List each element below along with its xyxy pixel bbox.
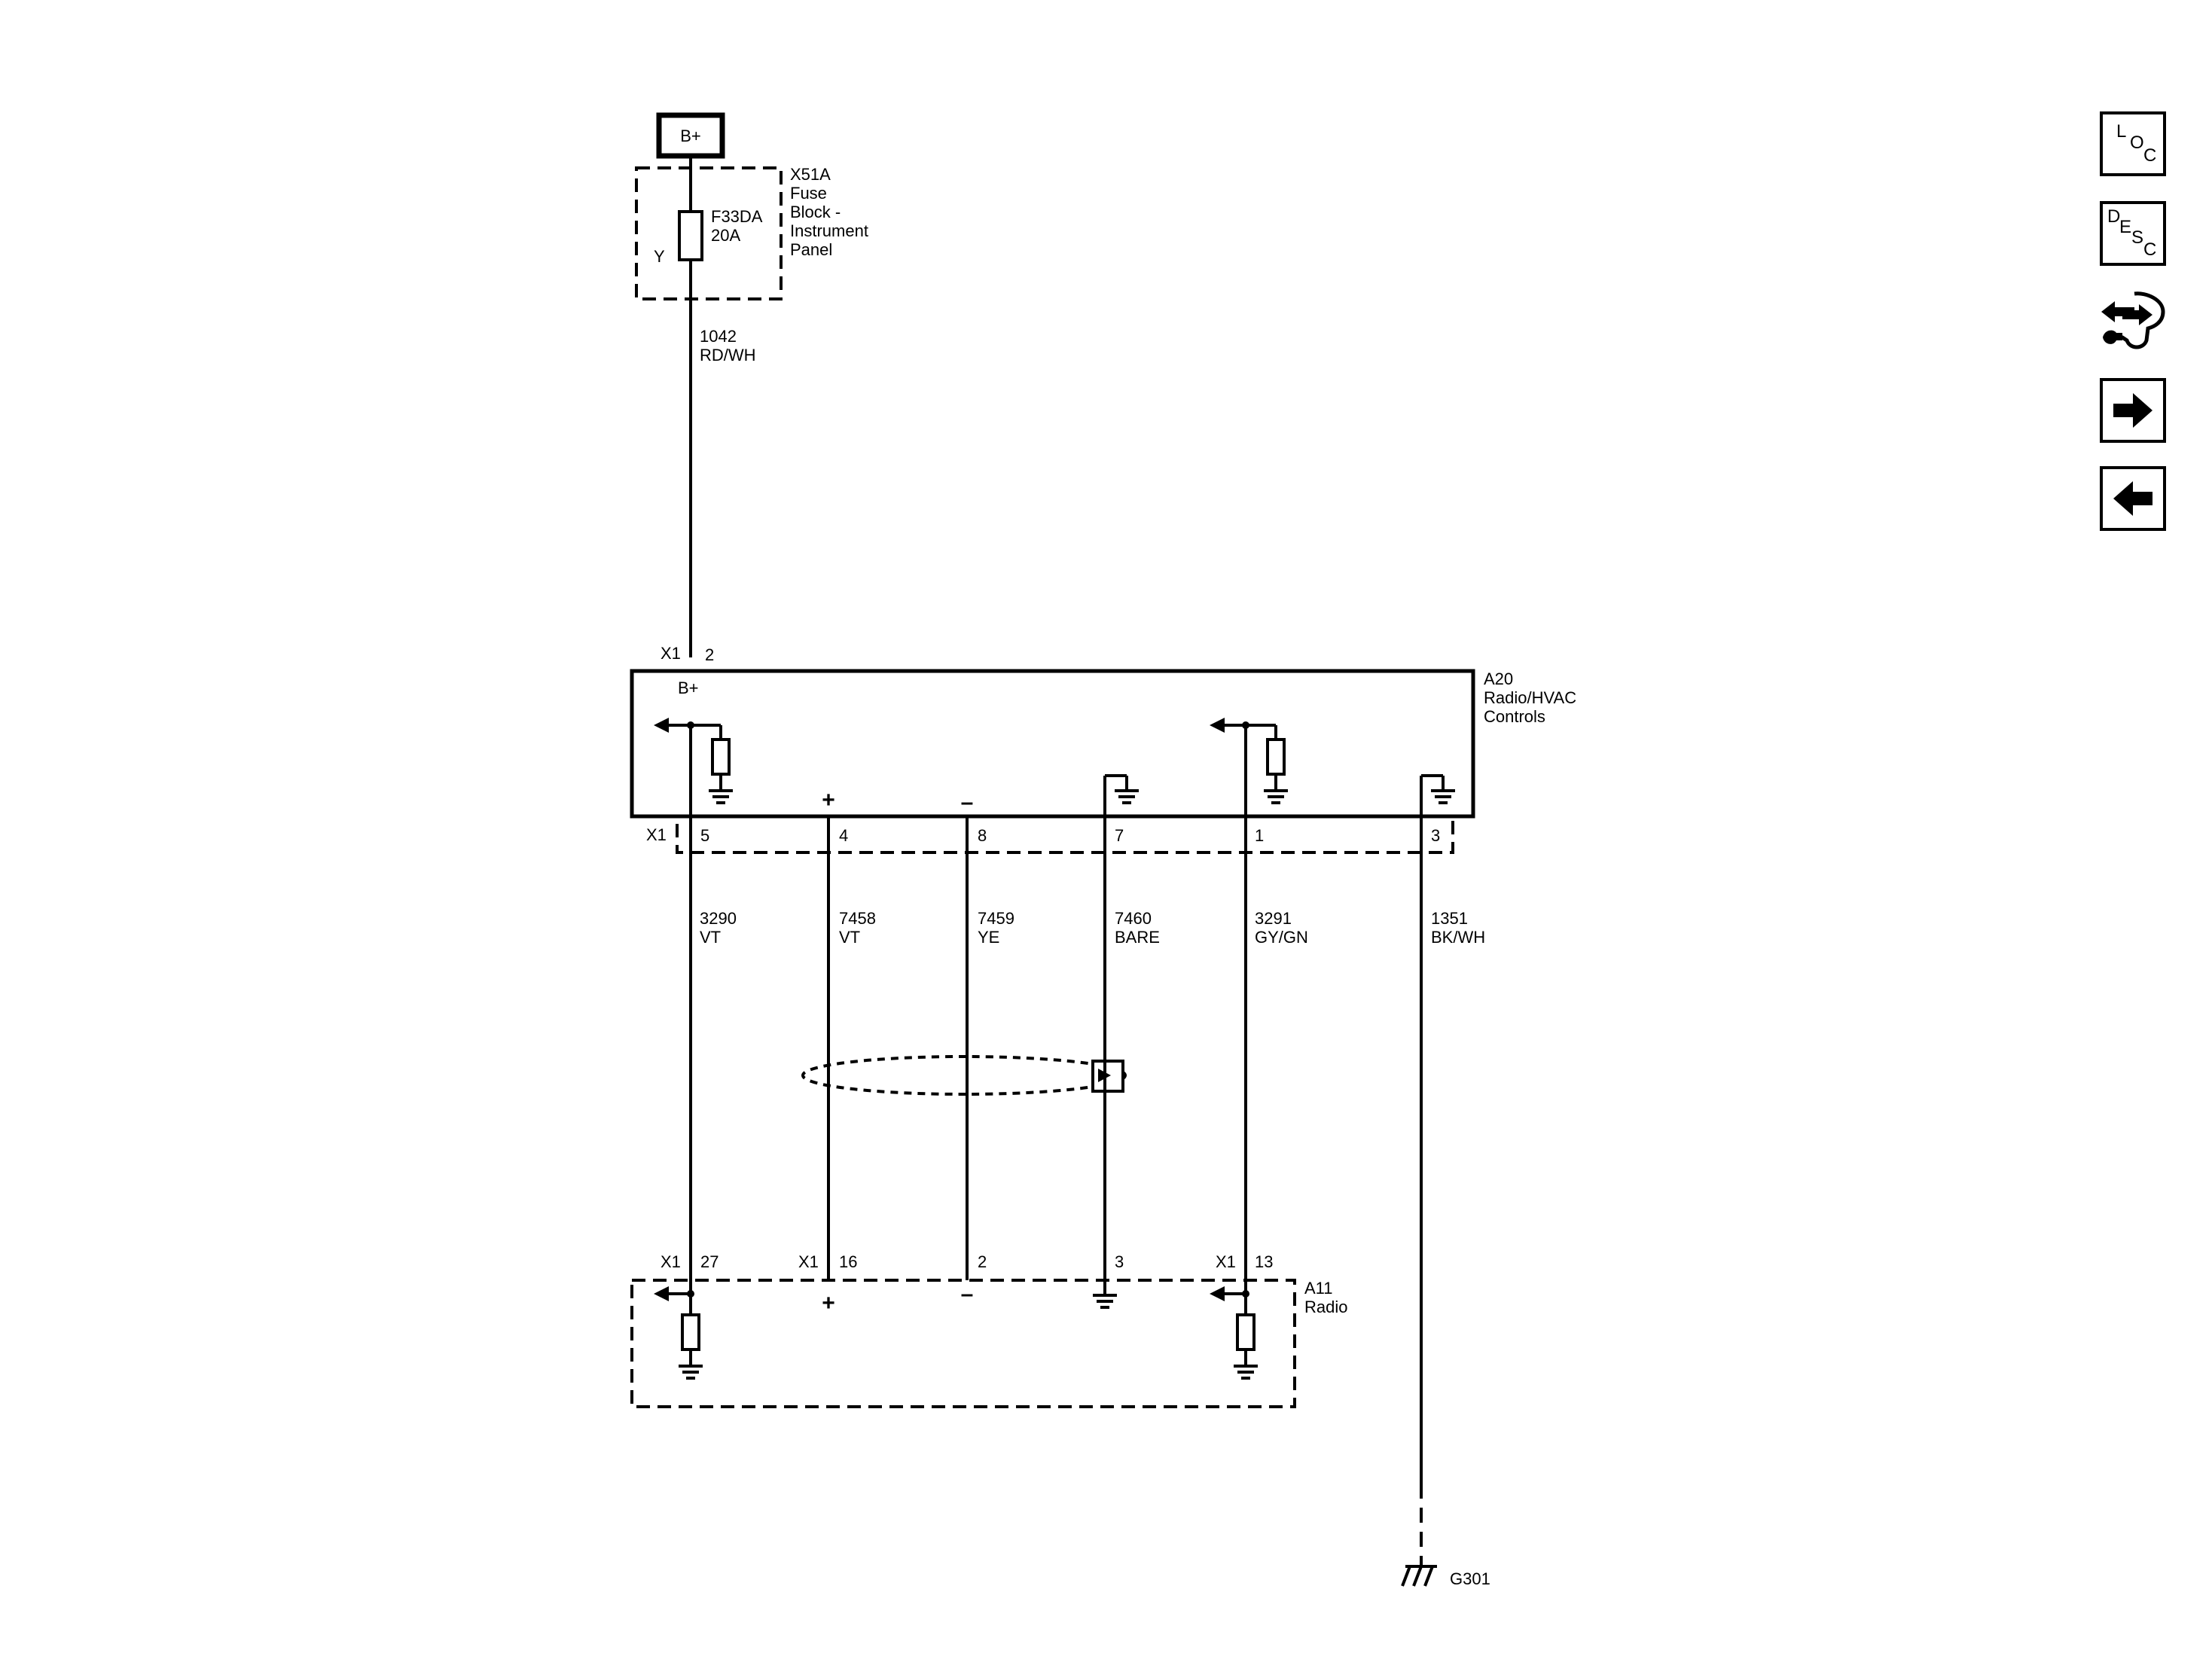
- loc-button[interactable]: L O C: [2100, 111, 2166, 176]
- radio-pin-label: 2: [978, 1252, 987, 1271]
- loc-button-icon: L O C: [2116, 121, 2156, 166]
- wire-label: 3290 VT: [700, 909, 741, 947]
- fuse-icon: [678, 210, 703, 261]
- wire-label: 7458 VT: [839, 909, 880, 947]
- connector-tool-button[interactable]: [2100, 286, 2169, 354]
- svg-text:C: C: [2143, 145, 2156, 166]
- hvac-bottom-connector-label: X1: [646, 825, 667, 844]
- svg-text:D: D: [2107, 206, 2120, 227]
- pin-label: 5: [700, 826, 709, 845]
- connector-tool-icon: [2101, 291, 2165, 349]
- junction-dot: [1242, 1290, 1249, 1298]
- hvac-module-outline: [630, 669, 1475, 819]
- wire-lines: [689, 725, 1423, 1566]
- hvac-bplus-label: B+: [678, 679, 699, 697]
- svg-text:S: S: [2131, 227, 2143, 248]
- radio-outline: [630, 1279, 1296, 1408]
- wire-label: 7459 YE: [978, 909, 1019, 947]
- fuse-block-name: X51A Fuse Block - Instrument Panel: [790, 165, 873, 259]
- pullup-circuit-right: [1222, 724, 1288, 804]
- internal-ground-pin7: [1103, 774, 1139, 816]
- pullup-circuit-left: [666, 724, 733, 804]
- hvac-top-pin: 2: [705, 645, 714, 664]
- radio-pin-label: 3: [1115, 1252, 1124, 1271]
- svg-text:E: E: [2119, 217, 2131, 237]
- desc-button-icon: D E S C: [2107, 206, 2156, 260]
- radio-name: A11 Radio: [1304, 1279, 1347, 1316]
- bplus-source-label: B+: [680, 127, 701, 145]
- arrow-left-icon: [1210, 1286, 1225, 1301]
- radio-pin-label: 27: [700, 1252, 719, 1271]
- internal-ground-pin3: [1420, 774, 1455, 816]
- hvac-top-connector: X1: [661, 644, 681, 663]
- fuse-block-outline: [635, 166, 783, 300]
- arrow-left-icon: [654, 1286, 669, 1301]
- desc-button[interactable]: D E S C: [2100, 201, 2166, 266]
- chassis-ground-icon: [1401, 1565, 1437, 1587]
- fuse-letter: Y: [654, 247, 665, 266]
- arrow-right-icon: [1098, 1069, 1111, 1082]
- radio-connector-label: X1: [1216, 1252, 1236, 1271]
- radio-connector-label: X1: [798, 1252, 819, 1271]
- ground-label: G301: [1450, 1569, 1490, 1588]
- wire-label: 3291 GY/GN: [1255, 909, 1308, 947]
- radio-minus-symbol: –: [961, 1282, 974, 1307]
- svg-text:L: L: [2116, 121, 2126, 142]
- hvac-module-name: A20 Radio/HVAC Controls: [1484, 669, 1581, 726]
- svg-text:C: C: [2143, 239, 2156, 260]
- fuse-rating: F33DA 20A: [711, 207, 766, 245]
- next-button[interactable]: [2100, 378, 2166, 443]
- radio-pin-label: 13: [1255, 1252, 1273, 1271]
- arrow-left-icon: [654, 718, 669, 733]
- radio-pulldown-left: [666, 1292, 703, 1380]
- arrow-left-icon: [1210, 718, 1225, 733]
- feed-wire-label: 1042 RD/WH: [700, 327, 756, 364]
- next-arrow-icon: [2113, 393, 2153, 428]
- radio-pin-label: 16: [839, 1252, 857, 1271]
- hvac-plus-symbol: +: [822, 788, 835, 813]
- radio-connector-label: X1: [661, 1252, 681, 1271]
- wire-label: 7460 BARE: [1115, 909, 1160, 947]
- pin-label: 3: [1431, 826, 1440, 845]
- wire-label: 1351 BK/WH: [1431, 909, 1485, 947]
- previous-arrow-icon: [2113, 481, 2153, 516]
- pin-label: 1: [1255, 826, 1264, 845]
- pin-label: 8: [978, 826, 987, 845]
- twisted-pair-shield: [801, 1055, 1127, 1096]
- junction-dot: [687, 1290, 694, 1298]
- pin-label: 7: [1115, 826, 1124, 845]
- radio-ground-pin3: [1093, 1280, 1117, 1309]
- radio-plus-symbol: +: [822, 1291, 835, 1316]
- hvac-minus-symbol: –: [961, 790, 974, 815]
- previous-button[interactable]: [2100, 466, 2166, 531]
- radio-pulldown-right: [1222, 1292, 1258, 1380]
- hvac-bottom-connector: [676, 815, 1454, 854]
- svg-text:O: O: [2130, 133, 2144, 153]
- pin-label: 4: [839, 826, 848, 845]
